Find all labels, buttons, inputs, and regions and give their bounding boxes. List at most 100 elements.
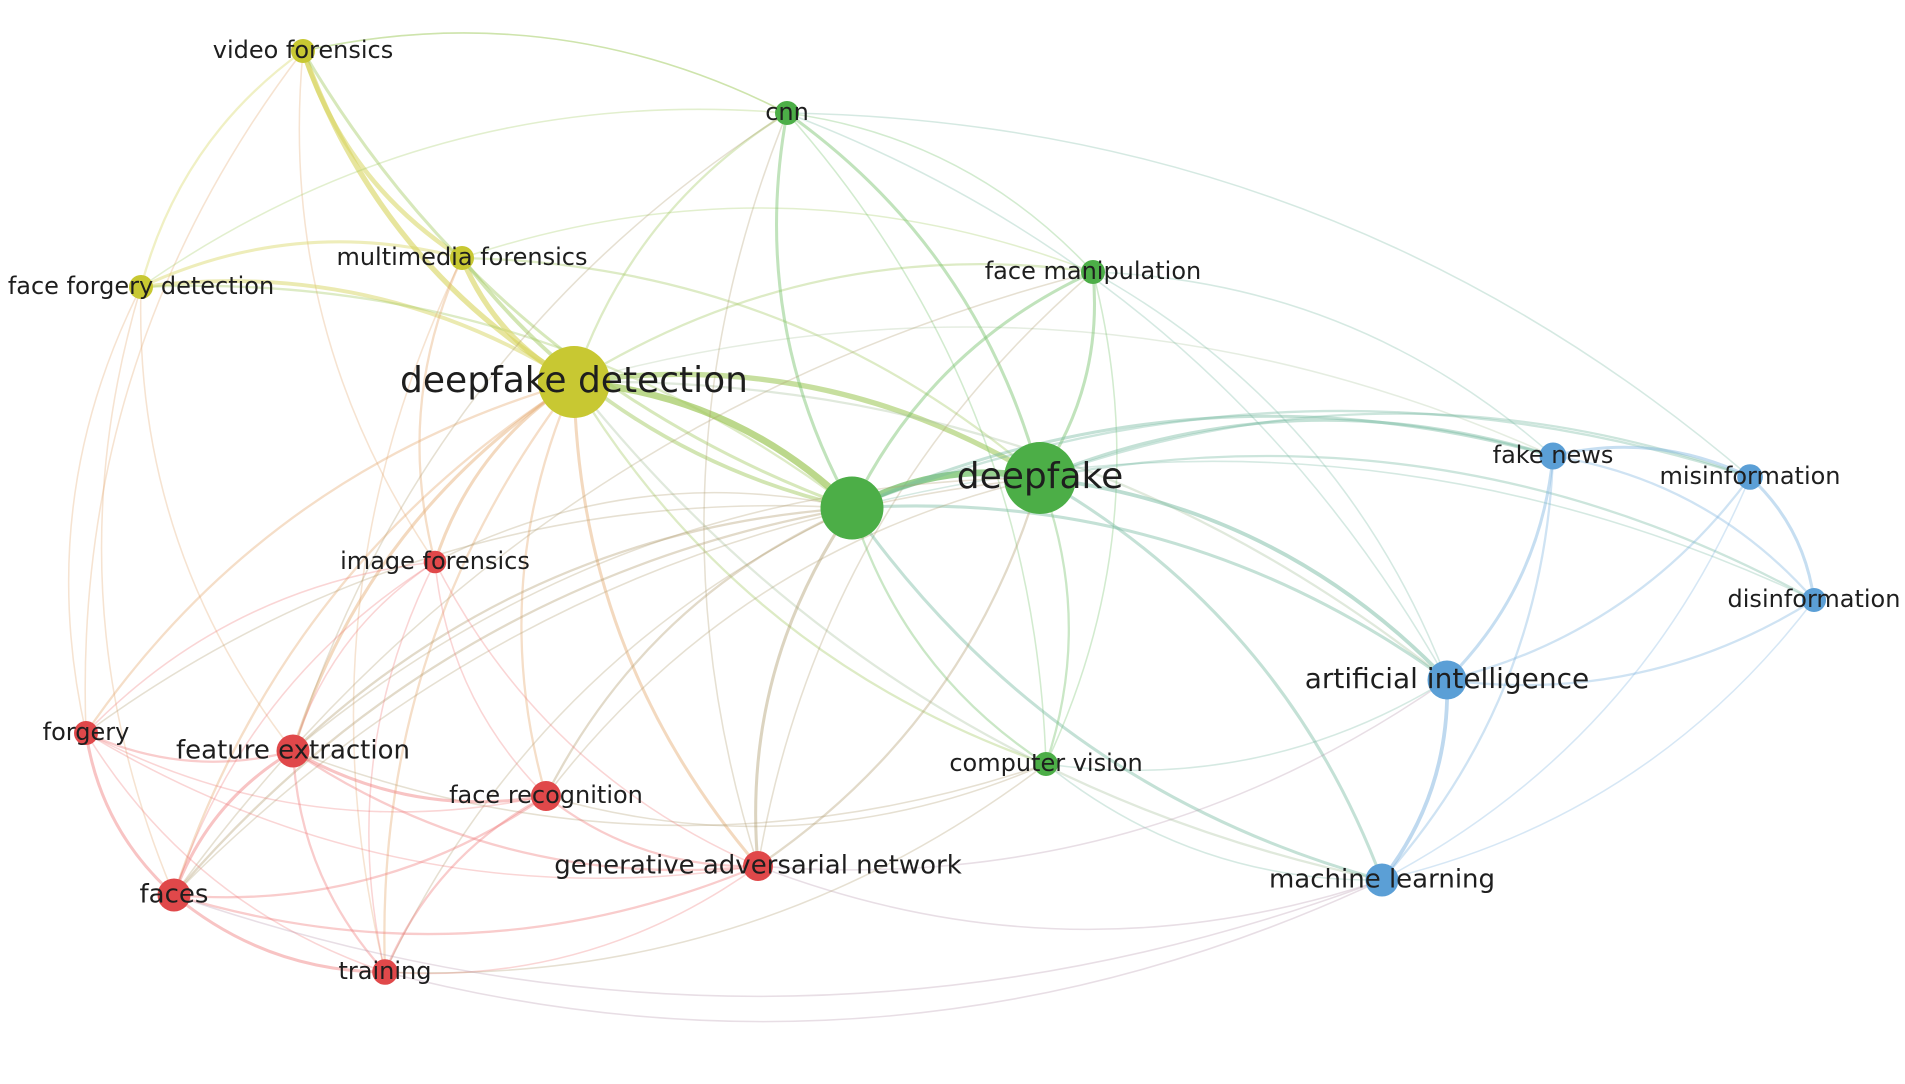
edge-image-forensics-feature-extraction — [292, 561, 436, 752]
edge-deepfakes-artificial-intelligence — [851, 504, 1448, 682]
edge-face-recognition-generative-adversarial-network — [545, 795, 759, 868]
node-image-forensics[interactable] — [423, 550, 447, 574]
edge-face-recognition-training — [383, 794, 547, 973]
node-face-manipulation[interactable] — [1081, 260, 1105, 284]
edge-computer-vision-artificial-intelligence — [1045, 679, 1448, 772]
edge-deepfakes-computer-vision — [850, 507, 1047, 765]
edge-generative-adversarial-network-faces — [173, 864, 759, 936]
edge-deepfake-faces — [173, 477, 1041, 896]
node-face-forgery-detection[interactable] — [129, 275, 153, 299]
node-face-recognition[interactable] — [531, 781, 561, 811]
edge-face-forgery-detection-feature-extraction — [139, 286, 294, 752]
edge-deepfake-feature-extraction — [292, 477, 1041, 752]
edge-feature-extraction-faces — [172, 749, 294, 896]
node-video-forensics[interactable] — [291, 39, 315, 63]
edge-video-forensics-image-forensics — [298, 50, 436, 563]
edge-deepfake-disinformation — [1039, 454, 1815, 602]
edge-image-forensics-face-recognition — [434, 561, 547, 797]
node-forgery[interactable] — [74, 721, 98, 745]
node-multimedia-forensics[interactable] — [450, 246, 474, 270]
edge-deepfake-detection-faces — [172, 381, 575, 896]
edge-deepfakes-disinformation — [851, 460, 1815, 601]
node-deepfake[interactable] — [1004, 442, 1076, 514]
node-deepfake-detection[interactable] — [538, 346, 610, 418]
edge-face-forgery-detection-deepfakes — [140, 284, 853, 509]
edge-multimedia-forensics-image-forensics — [418, 257, 464, 563]
edge-deepfakes-misinformation — [851, 409, 1751, 510]
edge-deepfake-detection-cnn — [572, 112, 788, 383]
edge-image-forensics-forgery — [85, 561, 436, 734]
edge-cnn-misinformation — [786, 112, 1751, 478]
node-artificial-intelligence[interactable] — [1427, 660, 1467, 700]
edge-deepfake-detection-machine-learning — [573, 381, 1383, 882]
edge-image-forensics-generative-adversarial-network — [434, 561, 759, 867]
edge-face-manipulation-deepfakes — [850, 270, 1094, 509]
node-deepfakes[interactable] — [820, 476, 884, 540]
edge-deepfake-detection-feature-extraction — [291, 380, 575, 752]
edge-face-forgery-detection-forgery — [67, 286, 142, 734]
edge-faces-training — [173, 893, 386, 974]
edge-deepfakes-faces — [173, 506, 853, 896]
edge-video-forensics-multimedia-forensics — [300, 50, 464, 260]
edge-deepfake-detection-computer-vision — [573, 381, 1047, 766]
edge-face-forgery-detection-faces — [100, 286, 175, 896]
edge-deepfakes-image-forensics — [434, 491, 853, 563]
edge-fake-news-disinformation — [1552, 454, 1815, 601]
edge-deepfake-generative-adversarial-network — [757, 477, 1042, 867]
edge-deepfake-detection-generative-adversarial-network — [572, 381, 760, 867]
edge-face-recognition-faces — [173, 795, 547, 899]
edge-disinformation-machine-learning — [1381, 599, 1815, 881]
edge-multimedia-forensics-face-manipulation — [461, 207, 1094, 273]
edge-video-forensics-face-forgery-detection — [139, 50, 304, 288]
node-computer-vision[interactable] — [1034, 752, 1058, 776]
edge-multimedia-forensics-deepfake — [461, 256, 1041, 479]
edge-cnn-computer-vision — [786, 112, 1047, 765]
edge-face-manipulation-fake-news — [1092, 271, 1554, 457]
edge-deepfakes-fake-news — [851, 414, 1554, 510]
edge-deepfake-face-recognition — [545, 477, 1041, 797]
edge-deepfake-fake-news — [1039, 418, 1554, 480]
edge-cnn-generative-adversarial-network — [703, 112, 788, 867]
edge-fake-news-misinformation — [1552, 445, 1751, 479]
edge-face-forgery-detection-multimedia-forensics — [140, 240, 463, 289]
edge-cnn-deepfake — [786, 111, 1042, 479]
network-nodes — [74, 39, 1826, 985]
edge-video-forensics-deepfake-detection — [300, 50, 576, 385]
node-misinformation[interactable] — [1737, 464, 1763, 490]
node-feature-extraction[interactable] — [276, 734, 310, 768]
edge-deepfakes-training — [384, 507, 853, 973]
edge-feature-extraction-face-recognition — [292, 749, 547, 804]
edge-deepfakes-machine-learning — [850, 507, 1383, 882]
edge-video-forensics-forgery — [84, 50, 304, 734]
node-faces[interactable] — [157, 878, 191, 912]
edge-deepfake-artificial-intelligence — [1039, 476, 1449, 682]
edge-deepfake-misinformation — [1039, 412, 1751, 480]
edge-fake-news-machine-learning — [1381, 455, 1555, 881]
node-cnn[interactable] — [775, 101, 799, 125]
edge-deepfake-detection-deepfake — [573, 371, 1042, 481]
node-fake-news[interactable] — [1539, 442, 1567, 470]
edge-generative-adversarial-network-artificial-intelligence — [757, 679, 1448, 871]
node-generative-adversarial-network[interactable] — [743, 851, 773, 881]
edge-image-forensics-faces — [173, 561, 436, 896]
node-machine-learning[interactable] — [1365, 863, 1399, 897]
edge-artificial-intelligence-machine-learning — [1380, 679, 1450, 882]
edge-deepfake-detection-forgery — [85, 380, 575, 734]
edge-multimedia-forensics-training — [352, 257, 463, 973]
edge-face-manipulation-generative-adversarial-network — [757, 271, 1094, 867]
edge-misinformation-disinformation — [1748, 475, 1816, 601]
edge-misinformation-machine-learning — [1381, 476, 1751, 881]
edge-video-forensics-cnn — [302, 32, 788, 114]
node-training[interactable] — [372, 959, 398, 985]
edge-computer-vision-machine-learning — [1045, 763, 1383, 881]
edge-computer-vision-feature-extraction — [292, 750, 1047, 827]
edge-deepfake-detection-training — [383, 381, 575, 973]
edge-fake-news-artificial-intelligence — [1445, 455, 1555, 682]
node-disinformation[interactable] — [1802, 588, 1826, 612]
edge-deepfake-computer-vision — [1038, 477, 1070, 765]
edge-deepfakes-forgery — [85, 504, 853, 734]
edge-deepfake-detection-fake-news — [573, 326, 1554, 457]
edge-face-manipulation-artificial-intelligence — [1092, 271, 1448, 681]
edge-cnn-artificial-intelligence — [786, 112, 1448, 681]
